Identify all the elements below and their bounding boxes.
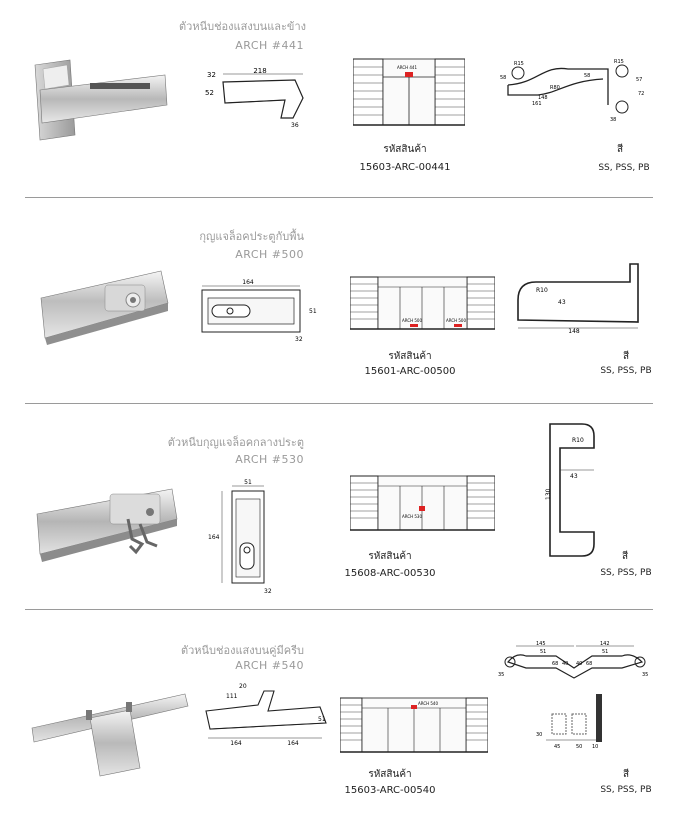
dim-51a: 51 bbox=[540, 649, 546, 655]
dim-164: 164 bbox=[242, 279, 254, 286]
dim-148: 148 bbox=[538, 95, 548, 101]
dim-r10: R10 bbox=[572, 437, 584, 444]
product-section-441: ตัวหนีบช่องแสงบนและข้าง ARCH #441 218 32… bbox=[0, 0, 678, 197]
dim-164: 164 bbox=[208, 534, 220, 541]
color-value: SS, PSS, PB bbox=[600, 785, 652, 795]
dim-r10: R10 bbox=[536, 287, 548, 294]
dim-45: 45 bbox=[554, 744, 560, 750]
product-section-500: กุญแจล็อคประตูกับพื้น ARCH #500 164 51 3… bbox=[0, 198, 678, 403]
product-section-530: ตัวหนีบกุญแจล็อคกลางประตู ARCH #530 51 1… bbox=[0, 404, 678, 609]
product-title: ตัวหนีบช่องแสงบนและข้าง bbox=[179, 20, 306, 33]
color-label: สี bbox=[616, 144, 624, 155]
product-photo bbox=[31, 693, 189, 777]
dimension-drawing: 164 51 32 bbox=[201, 279, 317, 343]
dim-51: 51 bbox=[309, 308, 317, 315]
dim-161: 161 bbox=[532, 101, 542, 107]
dim-51: 51 bbox=[318, 716, 326, 723]
section-divider bbox=[25, 197, 653, 198]
code-label: รหัสสินค้า bbox=[383, 144, 427, 155]
dim-32: 32 bbox=[295, 336, 303, 343]
product-section-540: ตัวหนีบช่องแสงบนคู่มีครีบ ARCH #540 20 1… bbox=[0, 610, 678, 813]
profile-drawing: R10 43 130 bbox=[545, 423, 595, 557]
dim-40b: 40 bbox=[576, 661, 582, 667]
dimension-drawing: 20 111 51 164 164 bbox=[205, 683, 327, 747]
product-model: ARCH #441 bbox=[235, 39, 304, 52]
dim-111: 111 bbox=[226, 693, 238, 700]
dim-32: 32 bbox=[264, 588, 272, 595]
door-elevation: ARCH 500 ARCH 500 bbox=[350, 276, 495, 330]
color-label: สี bbox=[621, 551, 629, 562]
product-model: ARCH #530 bbox=[235, 453, 304, 466]
dim-10: 10 bbox=[592, 744, 598, 750]
dim-35b: 35 bbox=[642, 672, 648, 678]
profile-drawing: 58 148 161 57 72 38 R80 R15 R15 58 bbox=[500, 59, 644, 123]
color-label: สี bbox=[622, 351, 630, 362]
code-label: รหัสสินค้า bbox=[368, 551, 412, 562]
color-value: SS, PSS, PB bbox=[600, 568, 652, 578]
product-model: ARCH #500 bbox=[235, 248, 304, 261]
product-model: ARCH #540 bbox=[235, 659, 304, 672]
dim-32: 32 bbox=[207, 71, 216, 79]
dim-58b: 58 bbox=[500, 75, 506, 81]
code-label: รหัสสินค้า bbox=[388, 351, 432, 362]
product-code: 15601-ARC-00500 bbox=[364, 366, 456, 377]
dim-r80: R80 bbox=[550, 85, 560, 91]
code-label: รหัสสินค้า bbox=[368, 769, 412, 780]
dimension-drawing: 218 32 52 36 bbox=[205, 68, 304, 129]
dim-35a: 35 bbox=[498, 672, 504, 678]
product-title: กุญแจล็อคประตูกับพื้น bbox=[199, 230, 304, 243]
dim-51b: 51 bbox=[602, 649, 608, 655]
color-value: SS, PSS, PB bbox=[598, 163, 650, 173]
product-title: ตัวหนีบช่องแสงบนคู่มีครีบ bbox=[180, 644, 304, 657]
section-divider bbox=[25, 609, 653, 610]
product-code: 15603-ARC-00540 bbox=[344, 785, 436, 796]
dim-40a: 40 bbox=[562, 661, 568, 667]
dim-43: 43 bbox=[570, 473, 578, 480]
door-label: ARCH 530 bbox=[402, 514, 422, 519]
product-photo bbox=[36, 488, 178, 562]
dim-50: 50 bbox=[576, 744, 582, 750]
product-code: 15603-ARC-00441 bbox=[359, 162, 451, 173]
dim-58: 58 bbox=[584, 73, 590, 79]
product-title: ตัวหนีบกุญแจล็อคกลางประตู bbox=[167, 436, 304, 449]
dim-148: 148 bbox=[568, 328, 580, 335]
dim-68a: 68 bbox=[552, 661, 558, 667]
door-elevation: ARCH 530 bbox=[350, 475, 495, 531]
dim-36: 36 bbox=[291, 122, 299, 129]
door-elevation: ARCH 441 bbox=[353, 58, 465, 126]
door-label: ARCH 441 bbox=[397, 65, 417, 70]
dim-r15-a: R15 bbox=[514, 61, 524, 67]
dim-72: 72 bbox=[638, 91, 644, 97]
product-photo bbox=[34, 59, 168, 141]
color-value: SS, PSS, PB bbox=[600, 366, 652, 376]
detail-drawing: 30 45 50 10 bbox=[536, 694, 602, 750]
dim-145: 145 bbox=[536, 641, 546, 647]
dimension-drawing: 51 164 32 bbox=[208, 479, 272, 595]
profile-drawing: 145 142 51 51 35 35 68 68 40 40 bbox=[498, 641, 648, 679]
dim-43: 43 bbox=[558, 299, 566, 306]
product-photo bbox=[40, 270, 169, 345]
dim-130: 130 bbox=[545, 488, 552, 500]
section-divider bbox=[25, 403, 653, 404]
dim-164a: 164 bbox=[230, 740, 242, 747]
dim-38: 38 bbox=[610, 117, 616, 123]
dim-68b: 68 bbox=[586, 661, 592, 667]
dim-30: 30 bbox=[536, 732, 542, 738]
door-label: ARCH 540 bbox=[418, 701, 438, 706]
dim-218: 218 bbox=[253, 68, 266, 75]
door-label: ARCH 500 bbox=[446, 318, 466, 323]
dim-164b: 164 bbox=[287, 740, 299, 747]
dim-r15-b: R15 bbox=[614, 59, 624, 65]
dim-51: 51 bbox=[244, 479, 252, 486]
dim-57: 57 bbox=[636, 77, 642, 83]
product-code: 15608-ARC-00530 bbox=[344, 568, 436, 579]
door-elevation: ARCH 540 bbox=[340, 697, 488, 753]
door-label: ARCH 500 bbox=[402, 318, 422, 323]
color-label: สี bbox=[622, 769, 630, 780]
dim-20: 20 bbox=[239, 683, 247, 690]
profile-drawing: R10 43 148 bbox=[517, 263, 639, 335]
dim-142: 142 bbox=[600, 641, 610, 647]
dim-52: 52 bbox=[205, 89, 214, 97]
